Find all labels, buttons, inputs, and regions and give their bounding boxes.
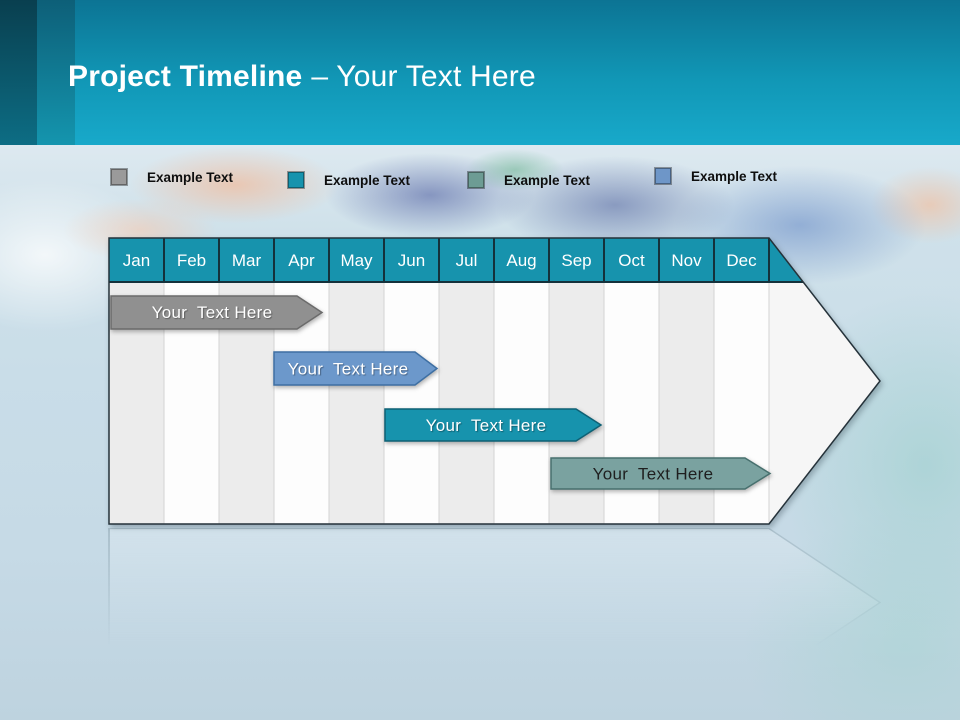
legend-label: Example Text [504, 172, 591, 188]
task-bar-1[interactable] [110, 295, 324, 330]
month-header-band [109, 238, 803, 282]
month-label: Jun [398, 251, 425, 270]
task-bar-2[interactable] [273, 351, 439, 386]
month-label: Nov [671, 251, 702, 270]
month-column [329, 282, 384, 524]
legend-swatch-blue-icon [654, 167, 672, 185]
header-stripe-medium [37, 0, 75, 145]
month-label: Dec [726, 251, 757, 270]
header-band [0, 0, 960, 145]
legend-item-3[interactable]: Example Text [467, 171, 590, 189]
slide-title[interactable]: Project Timeline– Your Text Here [68, 60, 536, 94]
arrow-reflection [108, 527, 884, 677]
month-label: Jul [456, 251, 478, 270]
legend-swatch-gray-icon [110, 168, 128, 186]
task-bar-4-label: Your Text Here [593, 465, 714, 484]
legend-item-1[interactable]: Example Text [110, 168, 233, 186]
legend-label: Example Text [147, 169, 234, 185]
task-bar-2-label: Your Text Here [288, 360, 409, 379]
task-bar-3-label: Your Text Here [426, 416, 547, 435]
month-label: Jan [123, 251, 150, 270]
task-bar-1-label: Your Text Here [152, 303, 273, 322]
arrow-outline [108, 237, 881, 525]
month-label: May [340, 251, 373, 270]
column-gridlines [163, 282, 770, 524]
month-label: Oct [618, 251, 645, 270]
task-bar-4[interactable] [550, 457, 772, 490]
legend-swatch-teal-icon [287, 171, 305, 189]
header-stripe-dark [0, 0, 37, 145]
slide-title-secondary: – Your Text Here [311, 60, 536, 93]
task-bar-3[interactable] [384, 408, 603, 442]
month-label: Aug [506, 251, 536, 270]
slide-title-primary: Project Timeline [68, 60, 303, 93]
legend-label: Example Text [691, 168, 778, 184]
legend-item-4[interactable]: Example Text [654, 167, 777, 185]
timeline-chart[interactable]: Jan Feb Mar Apr May Jun Jul Aug Sep Oct … [108, 237, 884, 527]
month-label: Apr [288, 251, 315, 270]
legend-item-2[interactable]: Example Text [287, 171, 410, 189]
legend-swatch-green-icon [467, 171, 485, 189]
month-label: Feb [177, 251, 206, 270]
month-label: Sep [561, 251, 591, 270]
month-column [494, 282, 549, 524]
month-column [439, 282, 494, 524]
month-column [384, 282, 439, 524]
legend-label: Example Text [324, 172, 411, 188]
month-label: Mar [232, 251, 262, 270]
month-header-borders [109, 238, 803, 283]
